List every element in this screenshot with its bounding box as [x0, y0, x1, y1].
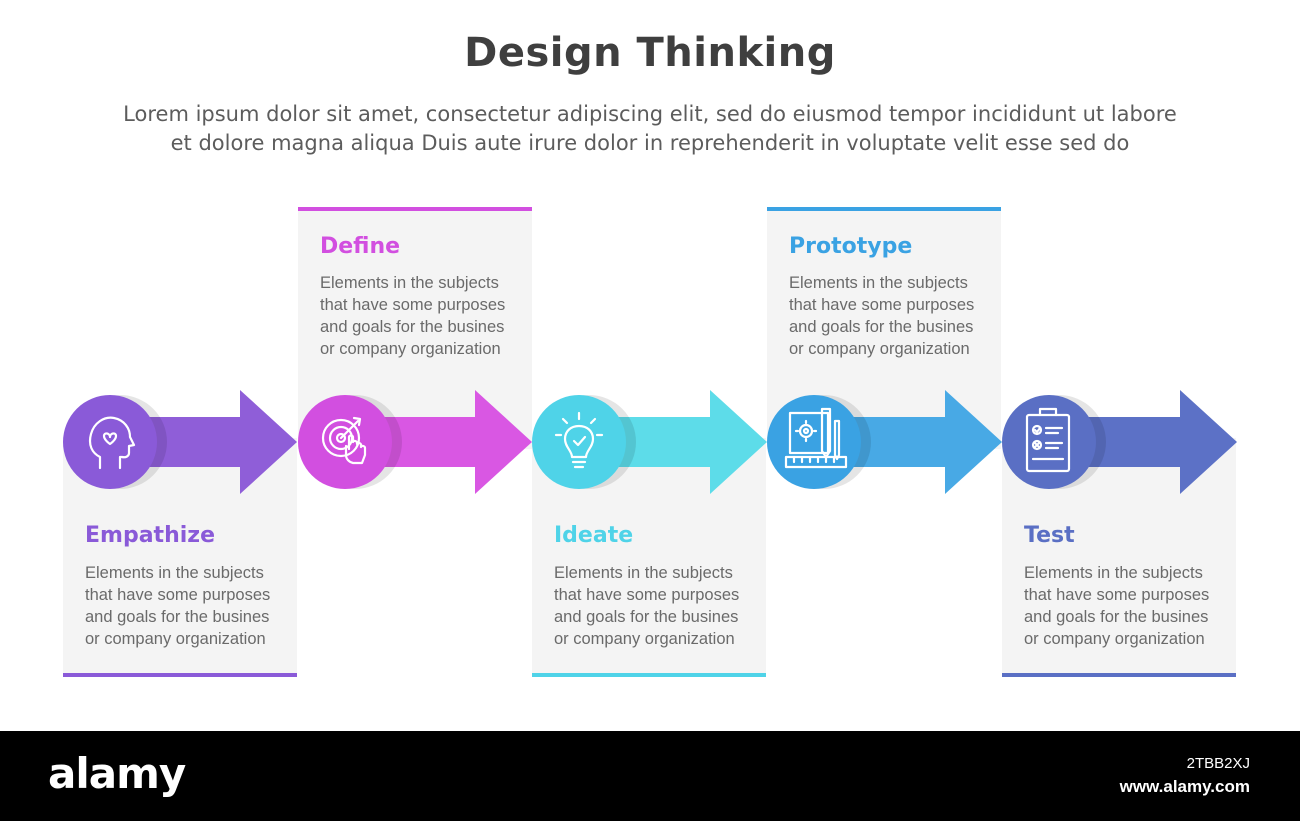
step-arrow-ideate [579, 390, 767, 494]
step-description: Elements in the subjects that have some … [320, 272, 525, 360]
step-description-line: or company organization [554, 630, 735, 648]
head-heart-icon [88, 416, 136, 470]
step-description: Elements in the subjects that have some … [554, 562, 759, 650]
step-arrow-empathize [110, 390, 297, 494]
step-description-line: that have some purposes [1024, 586, 1210, 604]
step-description-line: that have some purposes [554, 586, 740, 604]
blueprint-icon [784, 407, 848, 469]
step-circle-define [298, 395, 392, 489]
step-circle-prototype [767, 395, 861, 489]
step-card-empathize: Empathize Elements in the subjects that … [63, 438, 297, 677]
target-touch-icon [321, 416, 367, 465]
step-arrow-test [1049, 390, 1237, 494]
step-description: Elements in the subjects that have some … [1024, 562, 1229, 650]
step-circle-ideate [532, 395, 626, 489]
step-description: Elements in the subjects that have some … [85, 562, 290, 650]
lightbulb-icon [554, 411, 604, 469]
step-description-line: Elements in the subjects [85, 564, 264, 582]
clipboard-checklist-icon [1025, 407, 1071, 473]
step-arrow-prototype [814, 390, 1002, 494]
process-arrow-row [63, 390, 1237, 494]
step-description-line: and goals for the busines [554, 608, 739, 626]
page-subtitle: Lorem ipsum dolor sit amet, consectetur … [50, 100, 1250, 158]
alamy-logo: alamy [48, 749, 186, 798]
step-description-line: and goals for the busines [320, 318, 505, 336]
step-title: Test [1024, 523, 1075, 548]
subtitle-line-1: Lorem ipsum dolor sit amet, consectetur … [123, 102, 1177, 126]
step-description: Elements in the subjects that have some … [789, 272, 994, 360]
step-description-line: and goals for the busines [789, 318, 974, 336]
step-title: Empathize [85, 523, 215, 548]
step-arrow-define [345, 390, 532, 494]
step-description-line: and goals for the busines [1024, 608, 1209, 626]
step-title: Prototype [789, 234, 913, 259]
watermark-footer: alamy 2TBB2XJ www.alamy.com [0, 731, 1300, 821]
step-description-line: that have some purposes [789, 296, 975, 314]
step-description-line: or company organization [1024, 630, 1205, 648]
step-description-line: or company organization [320, 340, 501, 358]
step-description-line: Elements in the subjects [320, 274, 499, 292]
step-description-line: or company organization [789, 340, 970, 358]
step-circle-empathize [63, 395, 157, 489]
step-description-line: and goals for the busines [85, 608, 270, 626]
step-title: Ideate [554, 523, 634, 548]
subtitle-line-2: et dolore magna aliqua Duis aute irure d… [170, 131, 1130, 155]
image-id: 2TBB2XJ [1186, 755, 1250, 772]
page-title: Design Thinking [464, 30, 836, 76]
step-description-line: that have some purposes [320, 296, 506, 314]
footer-url: www.alamy.com [1119, 777, 1250, 796]
step-description-line: Elements in the subjects [789, 274, 968, 292]
step-description-line: Elements in the subjects [554, 564, 733, 582]
step-description-line: Elements in the subjects [1024, 564, 1203, 582]
step-title: Define [320, 234, 401, 259]
step-description-line: or company organization [85, 630, 266, 648]
step-description-line: that have some purposes [85, 586, 271, 604]
